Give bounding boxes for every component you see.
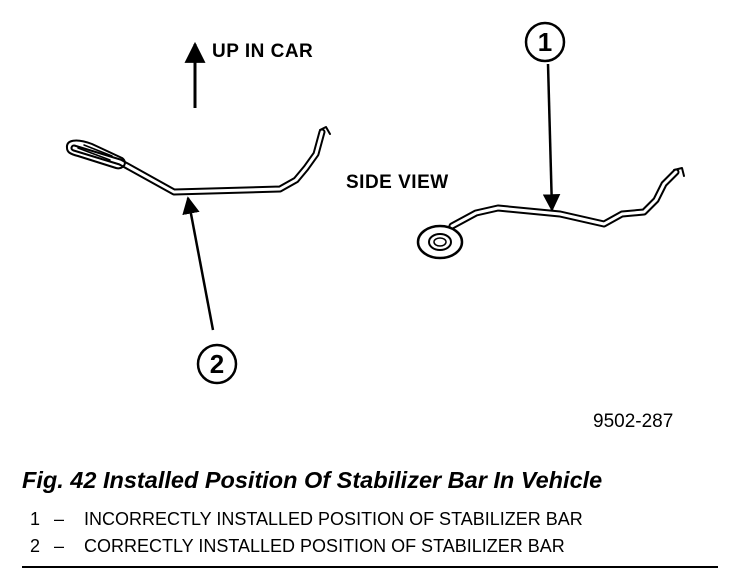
side-view-label: SIDE VIEW (346, 172, 449, 193)
legend-item-dash: – (54, 536, 65, 556)
figure-code: 9502-287 (593, 411, 674, 432)
callout-1-leader (542, 63, 561, 212)
incorrect-stabilizer-bar (416, 167, 685, 260)
legend-item-text: CORRECTLY INSTALLED POSITION OF STABILIZ… (84, 536, 565, 556)
legend-item-2: 2–CORRECTLY INSTALLED POSITION OF STABIL… (30, 537, 565, 555)
bottom-rule (22, 566, 718, 568)
legend-item-number: 2 (30, 536, 41, 556)
callout-2-number: 2 (209, 349, 225, 379)
legend-item-number: 1 (30, 509, 41, 529)
callout-1-number: 1 (537, 27, 553, 57)
legend-item-text: INCORRECTLY INSTALLED POSITION OF STABIL… (84, 509, 583, 529)
figure-caption: Fig. 42 Installed Position Of Stabilizer… (22, 467, 603, 493)
up-in-car-label: UP IN CAR (212, 41, 314, 62)
legend-item-1: 1–INCORRECTLY INSTALLED POSITION OF STAB… (30, 510, 583, 528)
callout-2-circle (196, 343, 238, 385)
legend-item-dash: – (54, 509, 65, 529)
callout-1-circle (524, 21, 566, 63)
correct-stabilizer-bar (65, 126, 331, 196)
callout-2-leader (182, 196, 215, 331)
